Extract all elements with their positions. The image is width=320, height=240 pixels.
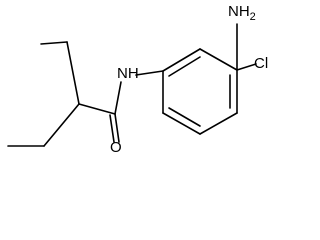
ring-double-3 — [168, 107, 201, 127]
bond-carbonyl-o-1 — [114, 113, 120, 143]
ring-bond-2 — [199, 48, 238, 71]
bond-ethyl-upper-1 — [40, 41, 68, 45]
chlorine-label: Cl — [254, 55, 268, 72]
amide-nitrogen-label: NH — [117, 65, 139, 82]
amine-nitrogen-label: NH2 — [228, 3, 256, 23]
bond-carbonyl-n — [114, 81, 122, 115]
ring-bond-5 — [162, 112, 201, 135]
bond-alpha-carbonyl — [78, 103, 116, 115]
oxygen-label: O — [110, 139, 122, 155]
bond-ethyl-upper-2 — [66, 41, 80, 105]
bond-ethyl-lower-2 — [43, 103, 80, 147]
bond-n-ring — [135, 70, 164, 76]
ring-bond-4 — [199, 112, 238, 135]
bond-carbonyl-o-2 — [109, 114, 115, 143]
ring-double-1 — [168, 56, 201, 77]
bond-ring-chlorine — [236, 63, 257, 71]
ring-bond-1 — [162, 48, 201, 72]
chemical-structure: NH NH2 Cl O — [7, 3, 268, 155]
amine-nitrogen-text: NH — [228, 3, 250, 20]
amine-subscript: 2 — [250, 11, 256, 23]
